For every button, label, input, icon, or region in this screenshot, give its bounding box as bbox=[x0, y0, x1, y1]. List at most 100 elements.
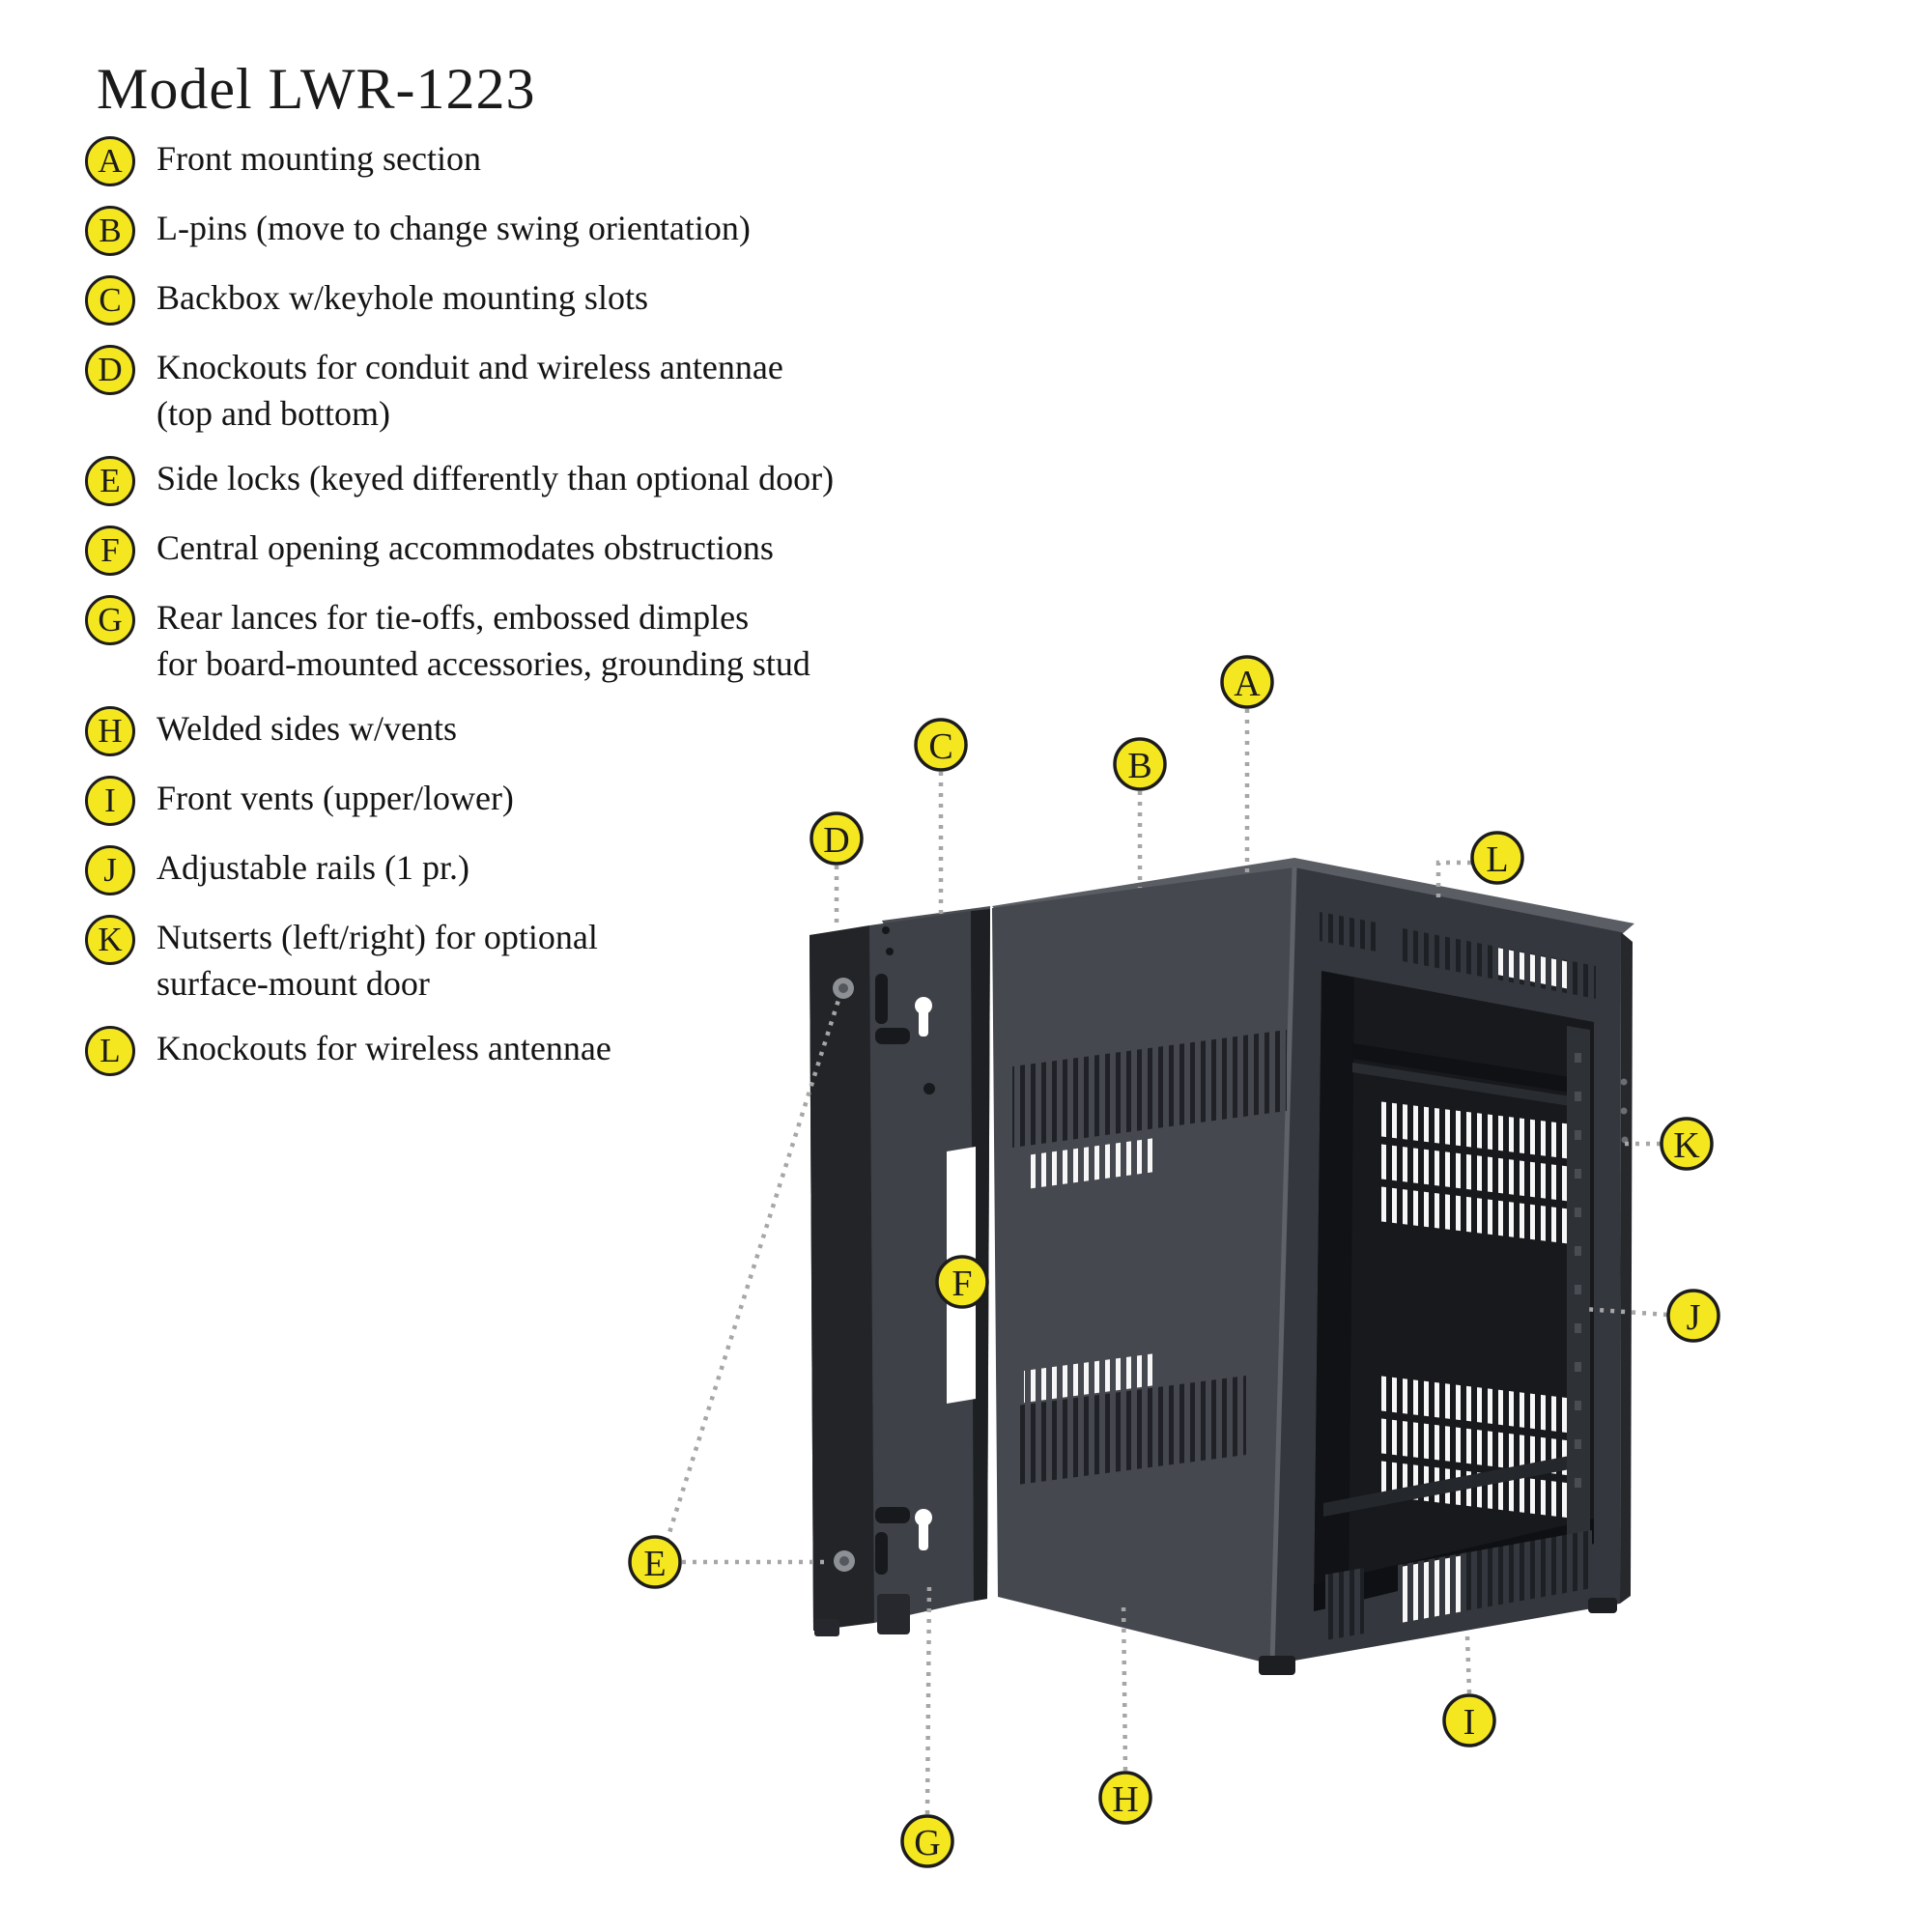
leader-j bbox=[1582, 1306, 1668, 1318]
svg-text:E: E bbox=[643, 1544, 666, 1584]
svg-text:D: D bbox=[823, 820, 849, 861]
svg-text:K: K bbox=[1673, 1125, 1700, 1166]
diagram-callout-f: F bbox=[935, 1255, 989, 1309]
legend-label: Side locks (keyed differently than optio… bbox=[156, 459, 835, 497]
legend-label-line2: (top and bottom) bbox=[156, 394, 390, 433]
screw-hole bbox=[923, 1083, 935, 1094]
legend-label: Central opening accommodates obstruction… bbox=[156, 528, 774, 567]
diagram-callout-j: J bbox=[1666, 1289, 1720, 1343]
legend-badge-i: I bbox=[85, 776, 135, 826]
legend-item-d: D Knockouts for conduit and wireless ant… bbox=[85, 344, 916, 437]
legend-item-g: G Rear lances for tie-offs, embossed dim… bbox=[85, 594, 916, 687]
leader-i bbox=[1464, 1635, 1472, 1694]
keyhole-slot-lower bbox=[915, 1509, 932, 1550]
front-vent-top-white bbox=[1497, 948, 1570, 989]
legend-item-a: A Front mounting section bbox=[85, 135, 916, 186]
legend-badge-e: E bbox=[85, 456, 135, 506]
l-pin-upper bbox=[875, 1028, 910, 1044]
cabinet-side-panel bbox=[992, 867, 1294, 1664]
diagram-callout-h: H bbox=[1098, 1771, 1152, 1825]
legend-item-i: I Front vents (upper/lower) bbox=[85, 775, 916, 826]
diagram-callout-c: C bbox=[914, 718, 968, 772]
legend-label: L-pins (move to change swing orientation… bbox=[156, 209, 751, 247]
cabinet-foot bbox=[1259, 1656, 1295, 1675]
svg-text:B: B bbox=[1127, 746, 1151, 786]
diagram-callout-g: G bbox=[900, 1814, 954, 1868]
legend-label: Welded sides w/vents bbox=[156, 709, 458, 748]
side-vents-lower-white bbox=[1024, 1353, 1155, 1403]
side-lock-upper bbox=[833, 978, 854, 999]
main-cabinet bbox=[992, 858, 1634, 1675]
legend-badge-k: K bbox=[85, 915, 135, 965]
backbox-foot bbox=[877, 1594, 910, 1634]
side-vents-lower-dark bbox=[1017, 1376, 1246, 1485]
front-corner-highlight bbox=[1269, 867, 1297, 1665]
interior-left-wall bbox=[1314, 971, 1354, 1611]
legend-badge-g: G bbox=[85, 595, 135, 645]
svg-text:H: H bbox=[1112, 1779, 1138, 1820]
legend-label: Knockouts for conduit and wireless anten… bbox=[156, 348, 783, 386]
l-pin-slot-lower bbox=[875, 1532, 888, 1575]
leader-g bbox=[924, 1580, 932, 1815]
diagram-callout-a: A bbox=[1220, 655, 1274, 709]
legend-item-f: F Central opening accommodates obstructi… bbox=[85, 525, 916, 576]
legend-item-j: J Adjustable rails (1 pr.) bbox=[85, 844, 916, 895]
legend-item-h: H Welded sides w/vents bbox=[85, 705, 916, 756]
legend-label-line2: surface-mount door bbox=[156, 964, 430, 1003]
diagram-callout-l: L bbox=[1470, 831, 1524, 885]
adjustable-rail bbox=[1567, 1026, 1590, 1549]
diagram-callout-i: I bbox=[1442, 1693, 1496, 1747]
legend-item-b: B L-pins (move to change swing orientati… bbox=[85, 205, 916, 256]
page-title: Model LWR-1223 bbox=[97, 57, 536, 121]
legend-badge-b: B bbox=[85, 206, 135, 256]
legend-item-c: C Backbox w/keyhole mounting slots bbox=[85, 274, 916, 326]
svg-text:C: C bbox=[928, 726, 952, 767]
svg-text:F: F bbox=[952, 1264, 972, 1304]
diagram-callout-k: K bbox=[1660, 1117, 1714, 1171]
side-lock-lower bbox=[834, 1550, 855, 1572]
diagram-callout-e: E bbox=[628, 1535, 682, 1589]
front-vent-bottom-white bbox=[1401, 1555, 1463, 1623]
side-vents-upper-white bbox=[1026, 1138, 1155, 1189]
svg-text:J: J bbox=[1687, 1297, 1701, 1338]
legend-badge-a: A bbox=[85, 136, 135, 186]
legend-label: Front vents (upper/lower) bbox=[156, 779, 514, 817]
svg-text:L: L bbox=[1486, 839, 1508, 880]
diagram-callout-b: B bbox=[1113, 737, 1167, 791]
legend-label: Adjustable rails (1 pr.) bbox=[156, 848, 469, 887]
svg-text:I: I bbox=[1463, 1702, 1476, 1743]
interior-top-rail bbox=[1352, 1043, 1577, 1094]
svg-text:G: G bbox=[914, 1823, 940, 1863]
legend-badge-l: L bbox=[85, 1026, 135, 1076]
legend-badge-h: H bbox=[85, 706, 135, 756]
legend-item-e: E Side locks (keyed differently than opt… bbox=[85, 455, 916, 506]
legend-item-k: K Nutserts (left/right) for optional surf… bbox=[85, 914, 916, 1007]
legend-badge-d: D bbox=[85, 345, 135, 395]
cabinet-right-edge bbox=[1620, 932, 1633, 1604]
legend-label: Rear lances for tie-offs, embossed dimpl… bbox=[156, 598, 750, 637]
legend-badge-c: C bbox=[85, 275, 135, 326]
legend-label: Knockouts for wireless antennae bbox=[156, 1029, 611, 1067]
leader-lines bbox=[664, 709, 1668, 1815]
l-pin-slot-upper bbox=[875, 974, 888, 1024]
interior-mid-bracket bbox=[1323, 1455, 1575, 1517]
svg-text:A: A bbox=[1234, 664, 1261, 704]
diagram-callout-d: D bbox=[810, 811, 864, 866]
backbox-right-return bbox=[971, 909, 990, 1601]
legend-label: Nutserts (left/right) for optional bbox=[156, 918, 598, 956]
leader-l bbox=[1435, 860, 1471, 897]
legend-list: A Front mounting section B L-pins (move … bbox=[85, 135, 916, 1094]
side-vents-upper-dark bbox=[1012, 1030, 1287, 1148]
keyhole-slot-upper bbox=[915, 997, 932, 1037]
legend-item-l: L Knockouts for wireless antennae bbox=[85, 1025, 916, 1076]
legend-label: Front mounting section bbox=[156, 139, 481, 178]
legend-label-line2: for board-mounted accessories, grounding… bbox=[156, 644, 810, 683]
backbox bbox=[810, 906, 990, 1636]
l-pin-lower bbox=[875, 1507, 910, 1523]
front-vent-top-1 bbox=[1320, 912, 1377, 952]
legend-badge-f: F bbox=[85, 526, 135, 576]
backbox-back-panel bbox=[869, 911, 974, 1623]
front-vent-bottom-1 bbox=[1325, 1568, 1364, 1640]
legend-label: Backbox w/keyhole mounting slots bbox=[156, 278, 648, 317]
